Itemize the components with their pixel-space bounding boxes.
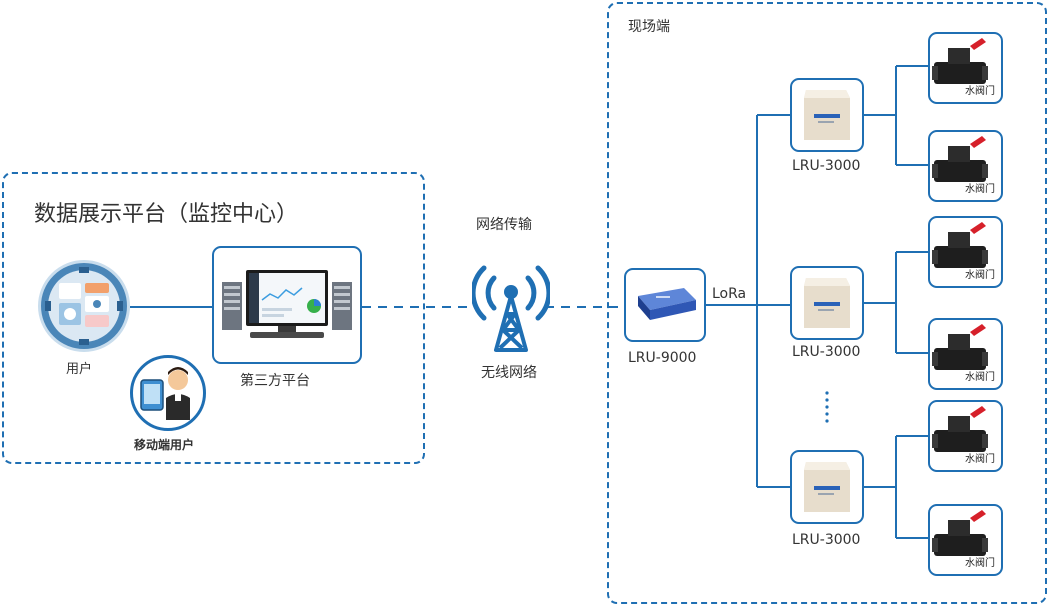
field-frame bbox=[607, 2, 1047, 604]
mobile-user-icon bbox=[130, 355, 206, 431]
gateway-box bbox=[624, 268, 706, 342]
wireless-tower-icon bbox=[470, 258, 552, 354]
node-label-2: LRU-3000 bbox=[792, 344, 861, 360]
user-icon bbox=[38, 260, 130, 352]
user-label: 用户 bbox=[66, 362, 93, 377]
node-box-3 bbox=[790, 450, 864, 524]
valve-label-4: 水阀门 bbox=[965, 372, 995, 383]
node-box-1 bbox=[790, 78, 864, 152]
node-label-3: LRU-3000 bbox=[792, 532, 861, 548]
valve-label-3: 水阀门 bbox=[965, 270, 995, 281]
wireless-network-label: 无线网络 bbox=[481, 365, 537, 381]
field-title: 现场端 bbox=[628, 19, 670, 35]
network-transfer-label: 网络传输 bbox=[476, 217, 532, 233]
valve-label-6: 水阀门 bbox=[965, 558, 995, 569]
valve-box-6: 水阀门 bbox=[928, 504, 1003, 576]
mobile-user-label: 移动端用户 bbox=[134, 438, 195, 452]
valve-box-2: 水阀门 bbox=[928, 130, 1003, 202]
third-party-label: 第三方平台 bbox=[240, 373, 310, 389]
gateway-label: LRU-9000 bbox=[628, 350, 697, 366]
ellipsis-dots bbox=[825, 391, 829, 423]
lora-label: LoRa bbox=[712, 286, 747, 302]
valve-box-4: 水阀门 bbox=[928, 318, 1003, 390]
node-box-2 bbox=[790, 266, 864, 340]
valve-label-1: 水阀门 bbox=[965, 86, 995, 97]
valve-label-5: 水阀门 bbox=[965, 454, 995, 465]
valve-label-2: 水阀门 bbox=[965, 184, 995, 195]
valve-box-5: 水阀门 bbox=[928, 400, 1003, 472]
valve-box-1: 水阀门 bbox=[928, 32, 1003, 104]
node-label-1: LRU-3000 bbox=[792, 158, 861, 174]
platform-frame bbox=[2, 172, 425, 464]
platform-title: 数据展示平台（监控中心） bbox=[34, 202, 299, 227]
valve-box-3: 水阀门 bbox=[928, 216, 1003, 288]
third-party-platform-box bbox=[212, 246, 362, 364]
